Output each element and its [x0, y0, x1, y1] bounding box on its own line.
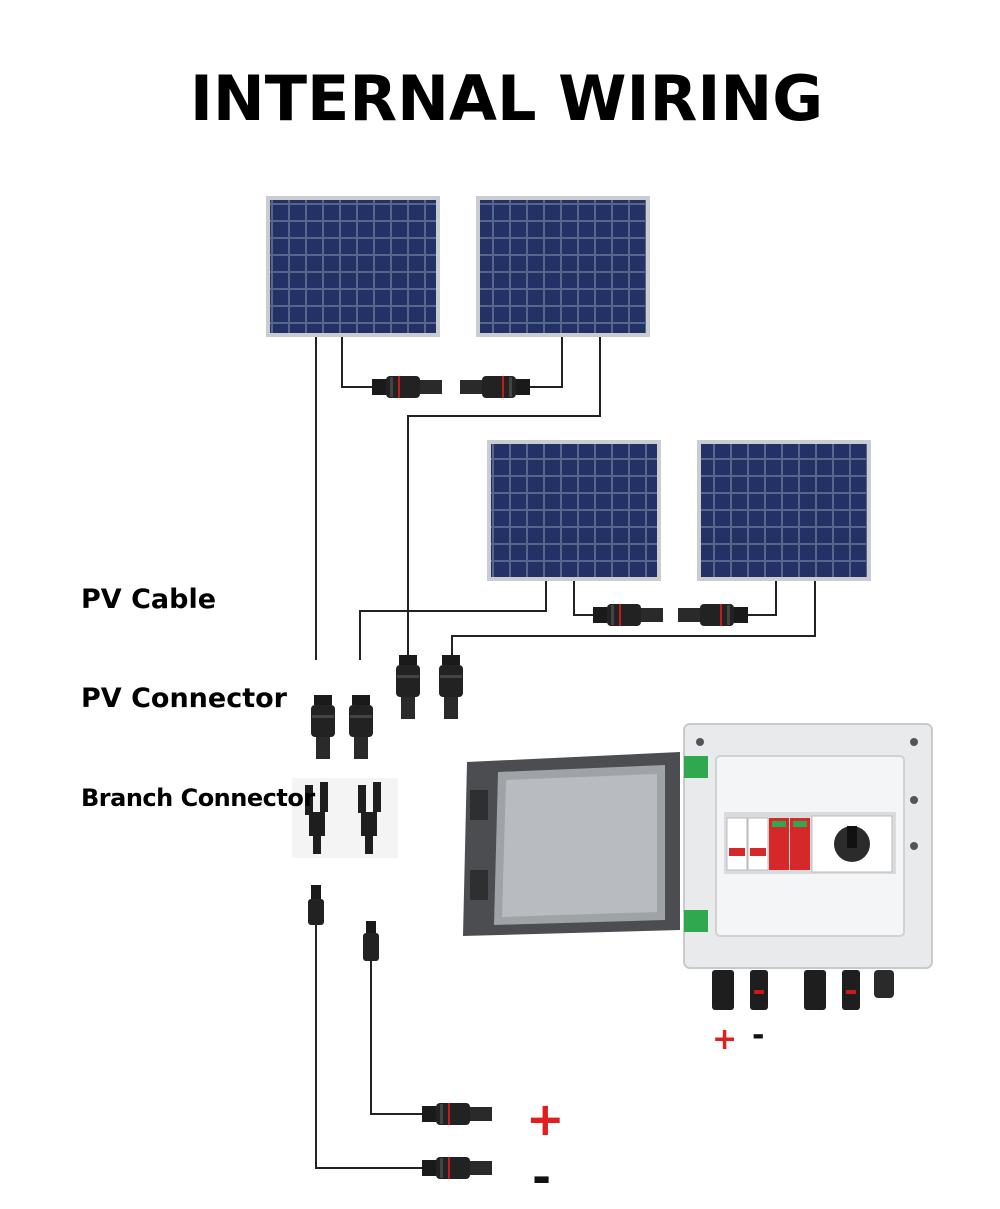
solar-panel-icon	[266, 196, 440, 337]
solar-panel-icon	[487, 440, 661, 581]
page-title: INTERNAL WIRING	[189, 62, 824, 135]
mc4-connector-icon	[372, 376, 442, 398]
mc4-connector-icon	[439, 655, 463, 719]
mc4-connector-icon	[460, 376, 530, 398]
branch-connector-icon	[292, 778, 398, 858]
mc4-connector-icon	[308, 885, 324, 925]
pv-connector-label: PV Connector	[81, 683, 287, 714]
box-positive-label: +	[712, 1022, 738, 1057]
solar-panel-icon	[476, 196, 650, 337]
output-negative-label: -	[532, 1150, 552, 1204]
output-positive-label: +	[526, 1092, 565, 1146]
solar-panel-icon	[697, 440, 871, 581]
mc4-connector-icon	[422, 1157, 492, 1179]
mc4-connector-icon	[363, 921, 379, 961]
branch-connector-label: Branch Connector	[81, 784, 315, 812]
pv-cable-wires	[315, 337, 816, 1169]
box-negative-label: -	[752, 1018, 765, 1053]
mc4-connector-icon	[678, 604, 748, 626]
pv-connector-pair	[311, 695, 373, 759]
pv-cable-label: PV Cable	[81, 584, 217, 615]
mc4-connector-icon	[593, 604, 663, 626]
combiner-box-icon	[463, 723, 933, 1010]
mc4-connector-icon	[396, 655, 420, 719]
mc4-connector-icon	[422, 1103, 492, 1125]
